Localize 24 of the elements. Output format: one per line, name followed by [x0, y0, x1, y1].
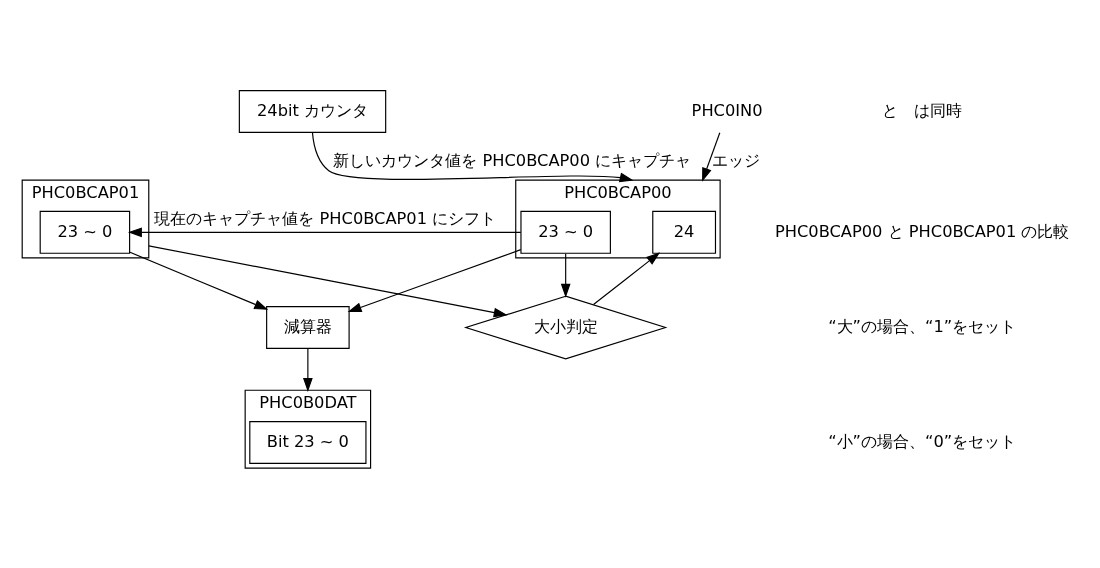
node-box: 24	[652, 210, 717, 254]
label: PHC0BCAP00 と PHC0BCAP01 の比較	[774, 221, 1070, 241]
edge-label: エッジ	[711, 151, 760, 171]
arrow	[560, 253, 571, 298]
edge-label: 新しいカウンタ値を PHC0BCAP00 にキャプチャ	[333, 151, 692, 171]
node-box: Bit 23 ~ 0	[249, 421, 367, 464]
label: と は同時	[882, 100, 963, 120]
arrow	[129, 251, 269, 310]
node-box: 減算器	[266, 306, 350, 350]
arrow	[592, 252, 661, 306]
node-box: 23 ~ 0	[520, 210, 611, 254]
node-box: 23 ~ 0	[39, 210, 131, 254]
node-box: 24bit カウンタ	[238, 90, 387, 134]
arrow	[702, 132, 721, 182]
arrow	[347, 249, 522, 313]
arrow	[148, 245, 508, 318]
label: “小”の場合、“0”をセット	[828, 431, 1017, 451]
arrow	[303, 348, 313, 392]
arrow	[127, 227, 522, 238]
label: “大”の場合、“1”をセット	[828, 316, 1017, 336]
node-text: PHC0IN0	[691, 100, 763, 120]
arrow	[311, 132, 634, 183]
edge-label: 現在のキャプチャ値を PHC0BCAP01 にシフト	[154, 209, 497, 229]
node-diamond: 大小判定	[463, 295, 668, 360]
